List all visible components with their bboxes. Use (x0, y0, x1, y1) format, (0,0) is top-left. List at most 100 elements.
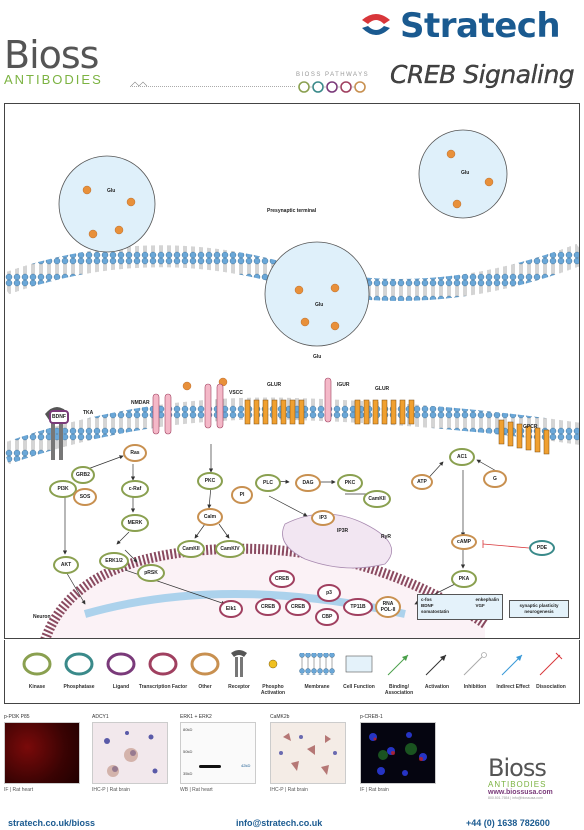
legend-cell-function: Cell Function (331, 646, 387, 690)
product-p-pi3k[interactable]: p-PI3K P85 IF | Rat heart (4, 714, 80, 793)
legend-phospho-activation: Phospho Activation (245, 646, 301, 696)
product-p-creb[interactable]: p-CREB-1 IF | Rat brain (360, 714, 436, 793)
vscc-label: VSCC (229, 390, 243, 396)
product-camk2b[interactable]: CaMK2b IHC-P | Rat brain (270, 714, 346, 793)
vesicle-2-label: Glu (461, 170, 470, 176)
product-image-if-brain (360, 722, 436, 784)
product-name: p-CREB-1 (360, 714, 383, 720)
creb-node-3: CREB (285, 598, 311, 616)
camkii-node-2: CamKII (363, 490, 391, 508)
target-enkephalin: enkephalin (475, 597, 499, 602)
activation-arrow-icon (425, 654, 447, 676)
diagram-canvas (5, 129, 579, 638)
legend-ligand: Ligand (93, 646, 149, 690)
legend-other: Other (177, 646, 233, 690)
target-bdnf: BDNF (421, 603, 434, 608)
product-erk[interactable]: ERK1 + ERK2 80kD 50kD 35kD 42kD WB | Rat… (180, 714, 256, 793)
footer-phone: +44 (0) 1638 782600 (466, 818, 550, 828)
vesicle-2 (418, 129, 508, 219)
er-compartment (282, 513, 392, 569)
nmdar-receptor (152, 393, 172, 435)
bioss-brand: Bioss (4, 33, 99, 77)
igur-receptor (324, 377, 332, 423)
pathway-diagram: Glu Glu Glu Presynaptic terminal Glu Neu… (4, 103, 580, 639)
p3-node: p3 (317, 584, 341, 602)
dissociation-arrow-icon (539, 652, 563, 676)
elk1-node: Elk1 (219, 600, 243, 618)
stratech-brand: Stratech (400, 6, 561, 46)
target-vgf: VGF (475, 603, 485, 608)
product-image-wb: 80kD 50kD 35kD 42kD (180, 722, 256, 784)
pkc-node-1: PKC (197, 472, 223, 490)
ryr-label: RyR (381, 534, 392, 540)
other-symbol-icon (190, 652, 220, 676)
legend-indirect-effect: Indirect Effect (485, 646, 541, 690)
legend-phosphatase: Phosphatase (51, 646, 107, 690)
footer-email-link[interactable]: info@stratech.co.uk (236, 818, 323, 828)
product-adcy1[interactable]: ADCY1 IHC-P | Rat brain (92, 714, 168, 793)
pi-node: PI (231, 486, 253, 504)
product-caption: IHC-P | Rat brain (270, 787, 308, 793)
outcome-box: synaptic plasticity neurogenesis (509, 600, 569, 618)
legend-activation: Activation (409, 646, 465, 690)
legend-kinase: Kinase (9, 646, 65, 690)
taf-node: TP11B (343, 598, 373, 616)
creb-node-2: CREB (269, 570, 295, 588)
legend-dissociation: Dissociation (523, 646, 579, 690)
gs-node: G (483, 470, 507, 488)
product-name: ERK1 + ERK2 (180, 714, 212, 720)
product-caption: IF | Rat heart (4, 787, 34, 793)
rna-pol-node: RNA POL-II (375, 596, 401, 618)
stratech-logo: Stratech (356, 6, 584, 46)
nmdar-label: NMDAR (131, 400, 150, 406)
product-image-ihc-brain (92, 722, 168, 784)
akt-node: AKT (53, 556, 79, 574)
ras-node: Ras (123, 444, 147, 462)
glur-1-label: GLUR (267, 382, 282, 388)
product-name: CaMK2b (270, 714, 290, 720)
ligand-symbol-icon (106, 652, 136, 676)
kinase-symbol-icon (22, 652, 52, 676)
dag-node: DAG (295, 474, 321, 492)
craf-node: c-Raf (121, 480, 149, 498)
glu-label: Glu (313, 354, 322, 360)
pathways-label: BIOSS PATHWAYS (296, 72, 370, 78)
grb2-node: GRB2 (71, 466, 95, 484)
pde-node: PDE (529, 540, 555, 556)
membrane-symbol-icon (299, 653, 335, 675)
footer-website-link[interactable]: stratech.co.uk/bioss (8, 818, 96, 828)
gpcr-receptor (498, 419, 550, 455)
calm-node: Calm (197, 508, 223, 526)
igur-label: IGUR (337, 382, 350, 388)
inhibition-arrow-icon (463, 652, 487, 676)
bioss-logo: Bioss ANTIBODIES (4, 36, 124, 94)
pi3k-node: PI3K (49, 480, 77, 498)
footer: stratech.co.uk/bioss info@stratech.co.uk… (0, 816, 584, 830)
bioss-footer-sub: ANTIBODIES (488, 780, 547, 789)
glur-receptor-2 (354, 399, 415, 425)
glur-receptor-1 (244, 399, 305, 425)
camkiv-node: CamKIV (215, 540, 245, 558)
erk-node: ERK1/2 (99, 552, 129, 570)
plc-node: PLC (255, 474, 281, 492)
binding-arrow-icon (387, 654, 409, 676)
pkc-node-2: PKC (337, 474, 363, 492)
bioss-footer-logo[interactable]: Bioss ANTIBODIES www.biossusa.com 800.50… (488, 756, 580, 816)
vscc-receptor (204, 383, 224, 429)
gpcr-label: GPCR (523, 424, 538, 430)
page-title: CREB Signaling (390, 60, 575, 89)
cbp-node: CBP (315, 608, 339, 626)
receptor-symbol-icon (231, 650, 247, 677)
product-caption: IF | Rat brain (360, 787, 389, 793)
phosphatase-symbol-icon (64, 652, 94, 676)
header-divider (130, 86, 295, 87)
vesicle-1 (58, 155, 156, 253)
tf-symbol-icon (148, 652, 178, 676)
product-name: ADCY1 (92, 714, 109, 720)
glur-2-label: GLUR (375, 386, 390, 392)
neuron-label: Neuron (33, 614, 51, 620)
legend-receptor: Receptor (211, 646, 267, 690)
target-cfos: c-fos (421, 597, 432, 602)
bioss-footer-url: www.biossusa.com (488, 789, 553, 796)
